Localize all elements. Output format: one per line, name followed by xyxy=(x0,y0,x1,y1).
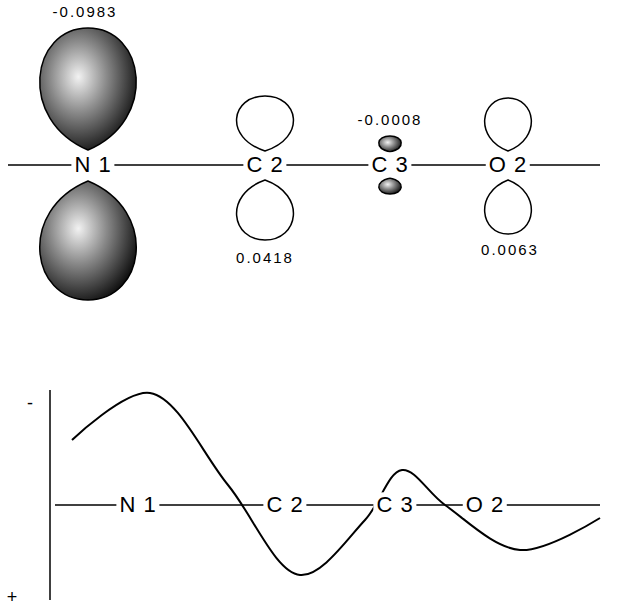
atom-label: C 3 xyxy=(373,492,416,517)
orbital-lobe xyxy=(237,96,294,151)
atom-label: C 2 xyxy=(263,492,306,517)
atom-label: O 2 xyxy=(486,152,530,177)
atom-label: N 1 xyxy=(71,152,114,177)
orbital-lobe xyxy=(379,136,401,152)
orbital-lobe xyxy=(485,98,532,151)
orbital-lobe xyxy=(379,178,401,194)
atom-label: C 2 xyxy=(243,152,286,177)
atom-label: C 3 xyxy=(368,152,411,177)
wave-curve xyxy=(72,393,600,575)
atom-label: N 1 xyxy=(116,492,159,517)
coefficient-value: -0.0008 xyxy=(355,111,426,128)
coefficient-value: 0.0063 xyxy=(478,241,542,258)
orbital-lobe xyxy=(40,181,136,300)
sign-marker: - xyxy=(24,393,36,414)
orbital-lobe xyxy=(485,180,532,234)
sign-marker: + xyxy=(4,587,21,608)
orbital-lobe xyxy=(40,28,136,150)
amplitude-axis xyxy=(49,390,51,600)
atom-label: O 2 xyxy=(463,492,507,517)
orbital-lobe xyxy=(237,180,294,240)
coefficient-value: -0.0983 xyxy=(50,3,121,20)
coefficient-value: 0.0418 xyxy=(233,249,297,266)
